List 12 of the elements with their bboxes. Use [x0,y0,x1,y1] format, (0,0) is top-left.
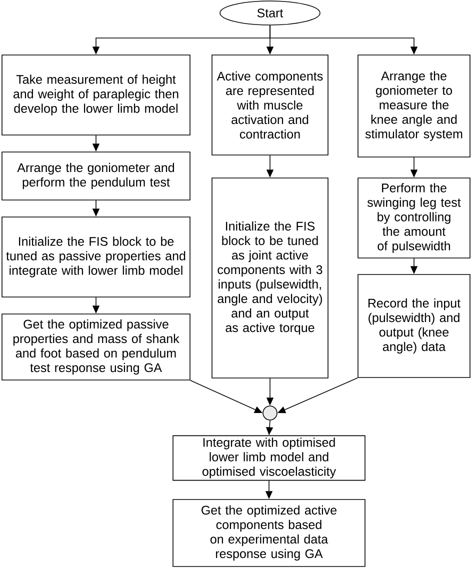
process-box: Arrange the goniometer to measure the knee angle and stimulator system [358,54,470,158]
process-box: Arrange the goniometer and perform the pendulum test [2,152,190,200]
process-box: Get the optimized active components based on experimental data response using GA [172,499,366,567]
process-box: Active components are represented with muscle activation and contraction [212,54,328,156]
junction-circle [262,406,278,420]
process-box: Get the optimized passive properties and mass of shank and foot based on pendulum test response using GA [2,314,190,380]
process-box: Integrate with optimised lower limb model and optimised viscoelasticity [172,435,366,481]
process-box: Record the input (pulsewidth) and output (knee angle) data [358,274,470,378]
process-box: Take measurement of height and weight of paraplegic then develop the lower limb model [2,54,190,136]
process-box: Perform the swinging leg test by controlling the amount of pulsewidth [358,178,470,258]
process-box: Initialize the FIS block to be tuned as joint active components with 3 inputs (pulsewidth, angle and velocity) and an output as active torque [212,178,328,378]
process-box: Initialize the FIS block to be tuned as passive properties and integrate with lower limb model [2,216,190,298]
